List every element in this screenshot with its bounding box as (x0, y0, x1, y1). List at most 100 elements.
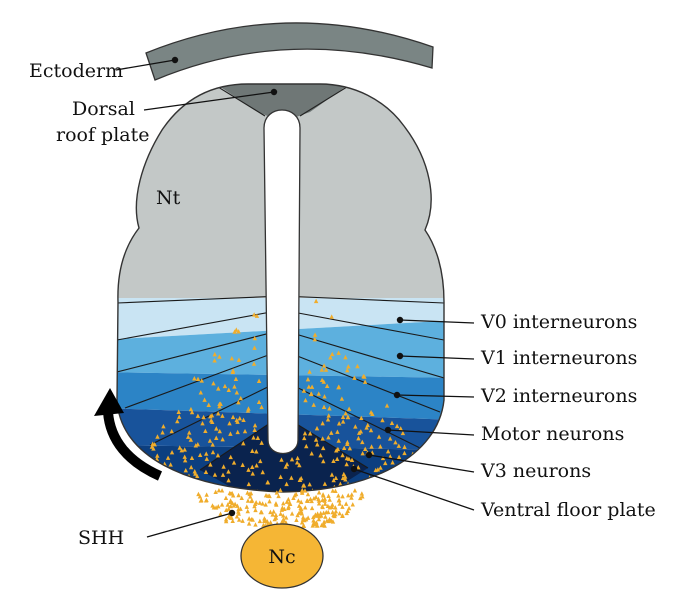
shh-dot (204, 492, 209, 497)
v3-leader (368, 454, 475, 473)
shh-dot (387, 485, 392, 490)
dorsal-label-line2: roof plate (56, 124, 149, 146)
shh-dot (255, 435, 261, 440)
shh-label: SHH (78, 527, 124, 549)
shh-dot (212, 472, 218, 477)
shh-dot (265, 480, 271, 485)
v1-leader (399, 355, 475, 360)
shh-dot (142, 487, 148, 492)
shh-dot (235, 503, 240, 508)
shh-dot (236, 399, 241, 405)
shh-dot (331, 458, 336, 463)
shh-dot (262, 516, 267, 521)
shh-dot (253, 500, 259, 505)
dorsal-label-line1: Dorsal (72, 98, 135, 120)
shh-dot (321, 445, 326, 451)
shh-dot (349, 457, 355, 462)
shh-dot (155, 434, 160, 439)
shh-dot (335, 429, 340, 434)
shh-dot (340, 513, 345, 518)
shh-dot (284, 481, 289, 487)
shh-dot (315, 442, 320, 447)
shh-dot (265, 519, 270, 524)
shh-dot (142, 479, 147, 485)
shh-dot (355, 363, 360, 369)
shh-dot (240, 462, 245, 467)
shh-dot (312, 332, 318, 337)
ectoderm-label: Ectoderm (29, 60, 123, 82)
shh-dot (207, 438, 213, 443)
shh-dot (388, 483, 393, 489)
shh-dot (390, 460, 395, 465)
shh-dot (327, 406, 332, 411)
shh-dot (340, 494, 345, 499)
shh-dot (325, 417, 331, 422)
shh-dot (212, 351, 217, 357)
shh-dot (193, 443, 198, 448)
shh-dot (324, 518, 330, 523)
shh-dot (316, 391, 321, 396)
shh-dot (273, 501, 279, 506)
shh-dot (299, 509, 304, 514)
shh-dot (313, 437, 319, 442)
shh-dot (289, 511, 295, 516)
shh-dot (278, 474, 283, 479)
shh-dot (294, 517, 299, 523)
shh-dot (214, 426, 219, 431)
shh-dot (307, 431, 313, 436)
shh-dot (311, 496, 317, 501)
shh-dot (350, 502, 355, 507)
shh-dot (203, 498, 209, 503)
shh-dot (414, 462, 419, 468)
shh-dot (276, 493, 281, 499)
floor-label: Ventral floor plate (480, 499, 656, 521)
neural-tube-label: Nt (156, 187, 181, 209)
shh-dot (309, 451, 314, 456)
shh-dot (197, 452, 203, 458)
shh-dot (313, 513, 318, 518)
shh-dot (215, 411, 221, 416)
shh-dot (215, 453, 221, 458)
shh-dot (234, 514, 240, 519)
shh-dot (155, 453, 160, 458)
shh-dot (327, 505, 333, 510)
shh-dot (340, 475, 346, 481)
shh-dot (195, 413, 201, 418)
shh-dot (361, 373, 366, 379)
shh-dot (212, 358, 217, 363)
v3-leader-dot (365, 451, 373, 459)
v0-leader-dot (396, 316, 404, 324)
shh-dot (302, 488, 308, 493)
shh-dot (321, 519, 327, 524)
shh-dot (390, 471, 395, 477)
shh-dot (187, 430, 192, 435)
shh-dot (283, 464, 288, 469)
shh-dot (213, 505, 219, 510)
shh-dot (216, 503, 221, 509)
shh-dot (369, 444, 374, 449)
shh-dot (230, 369, 236, 374)
shh-dot (240, 518, 245, 523)
shh-dot (246, 481, 252, 487)
shh-dot (311, 402, 316, 407)
shh-dot (268, 519, 273, 525)
shh-dot (321, 363, 327, 368)
shh-dot (311, 518, 316, 523)
shh-dot (297, 477, 303, 482)
shh-dot (190, 489, 195, 492)
shh-dot (335, 446, 341, 452)
shh-dot (191, 487, 197, 492)
shh-dot (254, 449, 259, 454)
shh-dot (383, 460, 388, 466)
shh-dot (331, 477, 336, 483)
shh-dot (326, 493, 331, 498)
shh-dot (250, 448, 255, 453)
shh-dot (315, 523, 320, 528)
shh-dot (245, 508, 250, 514)
shh-dot (301, 523, 307, 529)
shh-dot (230, 493, 236, 498)
shh-dot (321, 521, 326, 527)
shh-dot (408, 464, 413, 469)
shh-dot (362, 379, 368, 384)
shh-dot (399, 474, 404, 479)
